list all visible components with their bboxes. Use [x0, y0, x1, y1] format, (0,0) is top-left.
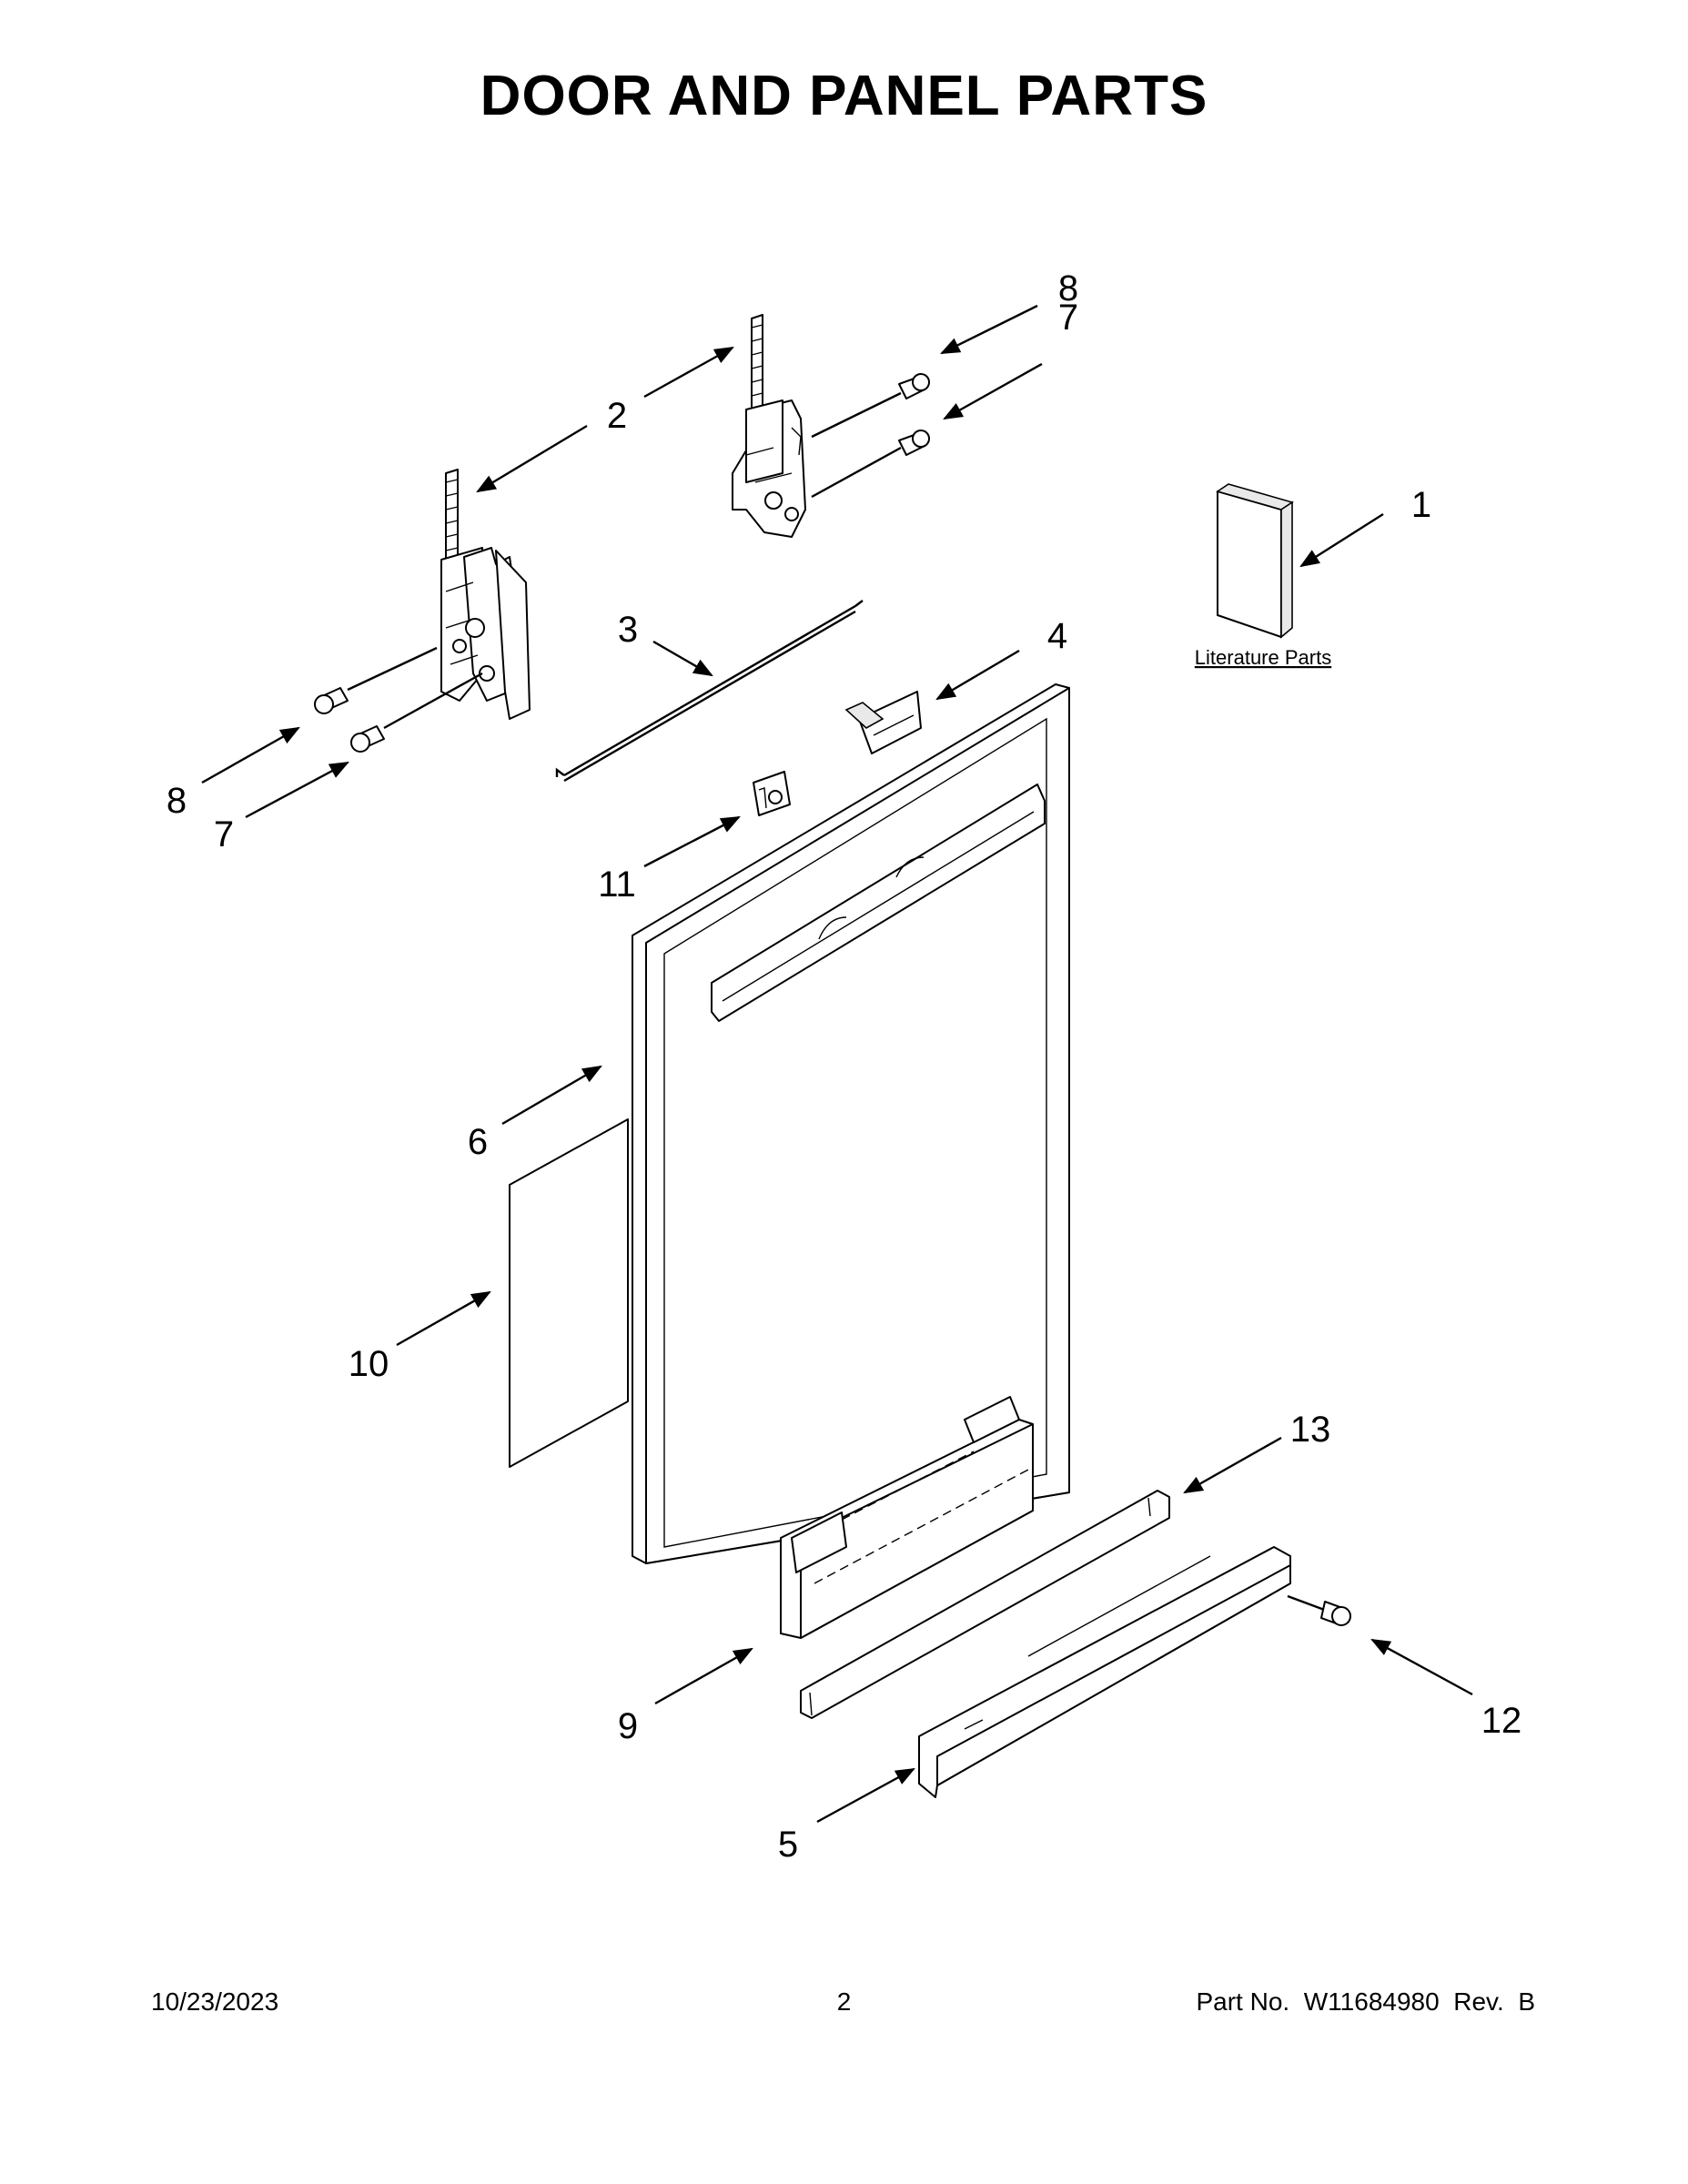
footer-part-info: Part No. W11684980 Rev. B: [1196, 1987, 1535, 2017]
part-door-panel: [632, 683, 1070, 1564]
callout-12: 12: [1481, 1701, 1522, 1741]
callout-7-right: 7: [1058, 298, 1078, 338]
part-insulation-sheet: [509, 1118, 629, 1468]
part-literature-book: [1216, 483, 1294, 639]
part-number: W11684980: [1303, 1987, 1440, 2016]
callout-2: 2: [607, 396, 627, 436]
literature-parts-label: Literature Parts: [1195, 646, 1331, 669]
rev-label: Rev.: [1453, 1987, 1504, 2016]
callout-5: 5: [778, 1825, 798, 1865]
callout-3: 3: [618, 610, 638, 650]
footer-page-number: 2: [836, 1987, 852, 2016]
callout-10: 10: [349, 1344, 389, 1384]
footer-date: 10/23/2023: [151, 1987, 279, 2016]
part-left-hinge: [440, 469, 531, 720]
callout-8-right: 8: [1058, 268, 1078, 308]
callout-6: 6: [468, 1122, 488, 1162]
callout-4: 4: [1047, 616, 1067, 656]
callout-9: 9: [618, 1706, 638, 1746]
callout-numbers: 1 2 3 4 5 6 7 7 8 8 9 10 11 12 13: [167, 268, 1521, 1865]
callout-13: 13: [1290, 1410, 1331, 1450]
screws-right: [811, 373, 930, 499]
screws-left: [314, 646, 483, 753]
part-screw-12: [1287, 1594, 1351, 1626]
part-rod: [555, 600, 864, 783]
part-strip: [800, 1490, 1170, 1719]
leader-arrows: [201, 304, 1473, 1824]
page-title: DOOR AND PANEL PARTS: [480, 65, 1208, 127]
part-label: Part No.: [1196, 1987, 1290, 2016]
part-latch: [844, 691, 922, 754]
part-right-hinge: [732, 314, 806, 538]
callout-11: 11: [598, 864, 636, 905]
part-bottom-bracket: [918, 1546, 1291, 1798]
callout-8-left: 8: [167, 781, 187, 821]
part-toe-block: [780, 1396, 1034, 1639]
part-clip: [753, 771, 791, 816]
callout-1: 1: [1411, 485, 1431, 525]
callout-7-left: 7: [214, 814, 234, 854]
rev-value: B: [1518, 1987, 1535, 2016]
